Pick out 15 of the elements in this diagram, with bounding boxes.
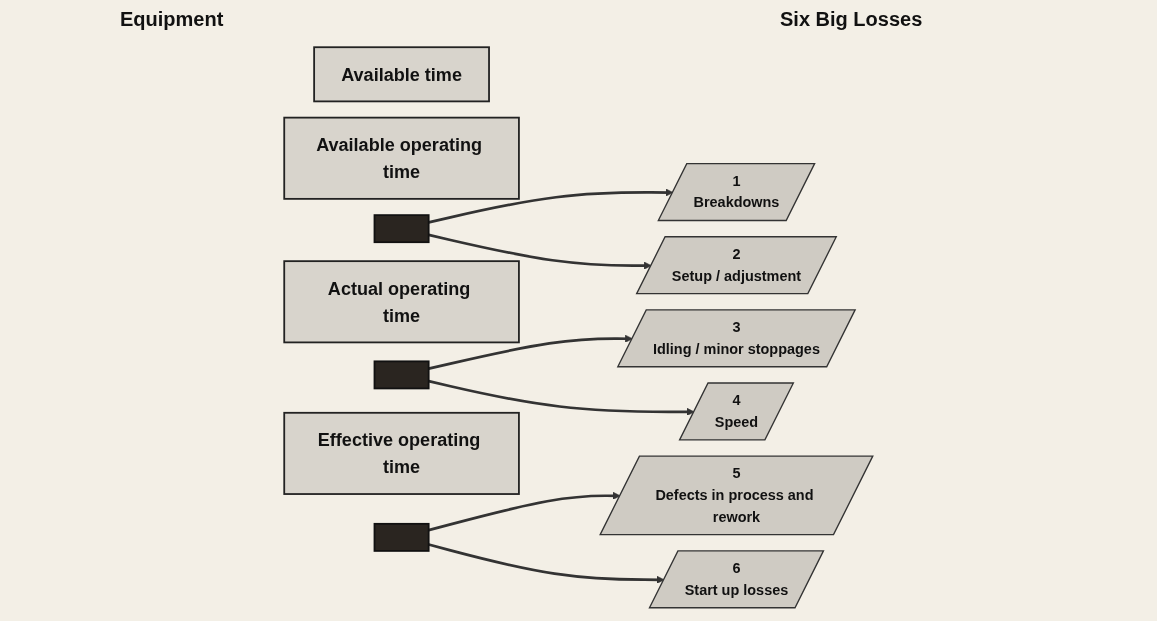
node-box: Effective operating time [283,411,520,495]
node-box: Actual operating time [283,260,520,344]
node-box: Available operating time [283,116,520,200]
arrow [428,379,695,416]
node-box [373,214,430,244]
node-box [373,360,430,390]
arrow [428,334,633,370]
arrow [428,233,652,270]
arrow [428,188,674,224]
arrow [428,543,665,584]
node-box [373,522,430,552]
arrow [428,491,621,532]
node-box: Available time [313,46,490,103]
column-heading: Equipment [120,8,224,31]
column-heading: Six Big Losses [780,8,923,31]
